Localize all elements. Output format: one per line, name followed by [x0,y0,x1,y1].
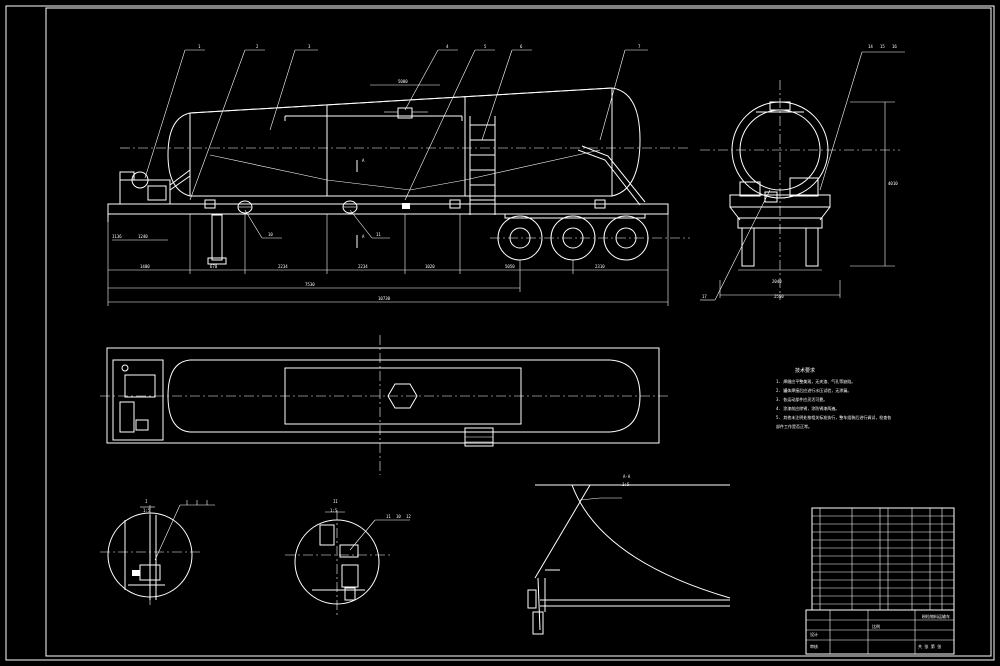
detail-i-scale: 1:5 [143,508,151,513]
detail-ii-label: II [333,499,338,504]
end-wheel-right [805,227,819,267]
title-scale: 比例 [872,623,880,629]
dim-end-height: 4010 [888,181,898,186]
dim-b6: 5050 [505,264,515,269]
dim-b5: 1020 [425,264,435,269]
parts-list [805,507,955,655]
title-designer: 设计 [810,631,818,637]
detail-ii-scale: 1:5 [330,508,338,513]
end-compressor [789,177,819,197]
balloon-7: 7 [638,44,641,49]
balloon-11: 11 [376,232,381,237]
ladder [469,116,496,215]
discharge-pipe [577,149,641,206]
section-mark-a-bottom: A [362,234,365,239]
dim-left-a: 1136 [112,234,122,239]
chassis-frame [107,203,669,215]
end-manhole [769,101,791,111]
balloon-6: 6 [520,44,523,49]
top-control-box [112,359,164,441]
end-view [700,51,905,301]
leader-lines [144,49,648,239]
balloon-15: 15 [880,44,885,49]
dimension-lines [107,84,669,306]
top-view [100,335,670,475]
detail-ii-balloon-11: 11 [386,514,391,519]
side-view: A A 1 2 3 4 5 6 7 10 11 [107,44,690,306]
tank-top-line [189,87,613,114]
support-1 [204,199,216,209]
section-scale: 1:5 [622,482,630,487]
suspension-plate [504,213,646,219]
balloon-4: 4 [446,44,449,49]
landing-gear-foot [207,257,227,265]
title-drawing-name: 粉粒物料运输车 [922,613,950,619]
dim-b1: 1400 [140,264,150,269]
detail-ii [285,510,410,615]
support-2 [449,199,461,209]
dim-b3: 2234 [278,264,288,269]
note-3: 3. 各运动部件应灵活可靠。 [776,396,827,402]
tank-body [167,87,641,197]
balloon-5: 5 [484,44,487,49]
balloon-3: 3 [308,44,311,49]
section-a-a [527,484,731,635]
balloon-2: 2 [256,44,259,49]
end-axle-beam [737,217,823,229]
front-equipment [119,169,191,205]
note-4: 4. 涂漆前应除锈，涂防锈漆两遍。 [776,405,839,411]
inner-border [45,7,992,657]
title-checker: 审核 [810,643,818,649]
dim-end-overall: 2550 [774,294,784,299]
balloon-1: 1 [198,44,201,49]
top-manhole [387,383,418,409]
note-1: 1. 焊缝应平整美观，无夹渣、气孔等缺陷。 [776,378,855,384]
balloon-17: 17 [702,294,707,299]
detail-i-label: I [145,499,148,504]
dim-b2: 670 [210,264,218,269]
notes-title: 技术要求 [795,367,815,374]
detail-ii-balloon-12: 12 [406,514,411,519]
top-tank [167,359,641,433]
dim-overall-1: 7530 [305,282,315,287]
axle-wheels [490,215,690,261]
dim-b7: 2310 [595,264,605,269]
balloon-10: 10 [268,232,273,237]
discharge-pipe-outer [581,145,646,203]
balloon-14: 14 [868,44,873,49]
end-chassis [729,194,831,208]
end-wheel-left [741,227,755,267]
section-curve [571,484,731,599]
dim-b4: 2234 [358,264,368,269]
technical-notes: 技术要求 1. 焊缝应平整美观，无夹渣、气孔等缺陷。 2. 罐体焊接后应进行水压… [776,367,891,429]
support-3 [594,199,606,209]
dim-top: 5000 [398,79,408,84]
dim-left-b: 1240 [138,234,148,239]
title-sheet: 共 张 第 张 [918,643,941,649]
detail-i [100,500,215,605]
note-2: 2. 罐体焊接后应进行水压试验，无渗漏。 [776,387,851,393]
balloon-16: 16 [892,44,897,49]
detail-ii-balloon-10: 10 [396,514,401,519]
landing-gear [211,214,223,261]
dim-end-width: 2040 [772,279,782,284]
valve-block [402,203,410,209]
outer-border [5,5,995,661]
section-label: A-A [623,474,631,479]
section-mark-a-top: A [362,158,365,163]
inner-slope [209,149,601,191]
top-frame [106,347,660,444]
note-6: 部件工作是否正常。 [776,423,812,429]
note-5: 5. 其他未注明处按相关标准执行，整车组装后进行调试，检查各 [776,414,891,420]
dim-overall-2: 10730 [378,296,391,301]
manhole-cover [397,107,413,119]
